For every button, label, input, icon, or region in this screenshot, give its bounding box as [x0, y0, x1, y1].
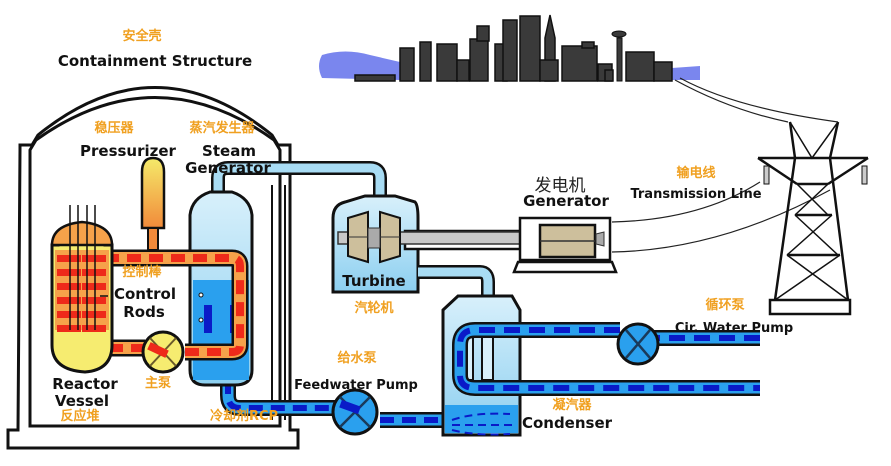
transmission-wires: [611, 77, 839, 253]
transmission-line-label-cn: 输电线: [676, 165, 715, 181]
reactor-core-dash: [82, 297, 106, 304]
condenser-label-cn: 凝汽器: [552, 397, 592, 413]
steam-generator-label-cn: 蒸汽发生器: [189, 120, 255, 136]
turbine-label: Turbine: [342, 272, 405, 290]
main-pump-label-cn: 主泵: [145, 375, 171, 391]
feedwater-pump-label: Feedwater Pump: [294, 378, 418, 393]
reactor-core-dash: [82, 283, 106, 290]
containment-structure: [6, 86, 300, 450]
coolant-label-cn: 冷却剂RCP: [210, 408, 278, 424]
containment-label: Containment Structure: [58, 52, 252, 70]
reactor-core-dash: [82, 325, 106, 332]
generator-label-cn: 发电机: [535, 176, 586, 196]
feedwater-pump: [331, 388, 379, 436]
control-rods-label-line2: Rods: [123, 303, 165, 321]
reactor-core-dash: [57, 311, 81, 318]
pressurizer-label: Pressurizer: [80, 142, 177, 160]
reactor-core-dash: [57, 269, 81, 276]
reactor-core-dash: [57, 297, 81, 304]
transmission-tower: [757, 121, 869, 316]
city-water-right: [672, 66, 700, 80]
pressurizer: [140, 156, 166, 251]
generator: [512, 216, 618, 274]
reactor-vessel-label-cn: 反应堆: [60, 408, 99, 424]
reactor-core-dash: [57, 325, 81, 332]
city-water: [319, 51, 400, 80]
cir-water-pump: [616, 322, 660, 366]
cir-water-pump-label: Cir. Water Pump: [675, 321, 793, 336]
condenser-label: Condenser: [522, 414, 613, 432]
control-rods-label-cn: 控制棒: [122, 264, 162, 280]
reactor-core-dash: [57, 255, 81, 262]
pressurizer-label-cn: 稳压器: [94, 120, 134, 136]
generator-label: Generator: [523, 192, 609, 210]
feedwater-pump-label-cn: 给水泵: [337, 350, 376, 366]
reactor-core-dash: [82, 269, 106, 276]
steam-generator-label-line1: Steam: [202, 142, 256, 160]
city-skyline: [319, 14, 700, 82]
main-pump: [141, 330, 185, 374]
reactor-core-dash: [82, 311, 106, 318]
turbine: [331, 194, 609, 294]
transmission-line-label: Transmission Line: [630, 187, 761, 202]
reactor-vessel-label-line2: Vessel: [55, 392, 109, 410]
reactor-core-dash: [57, 283, 81, 290]
cir-water-pump-label-cn: 循环泵: [705, 297, 744, 313]
reactor-vessel: [50, 205, 114, 374]
containment-label-cn: 安全壳: [122, 28, 161, 44]
reactor-vessel-label-line1: Reactor: [52, 375, 118, 393]
control-rods-label-line1: Control: [114, 285, 176, 303]
turbine-label-cn: 汽轮机: [354, 300, 393, 316]
steam-generator-label-line2: Generator: [185, 159, 271, 177]
reactor-core-dash: [82, 255, 106, 262]
